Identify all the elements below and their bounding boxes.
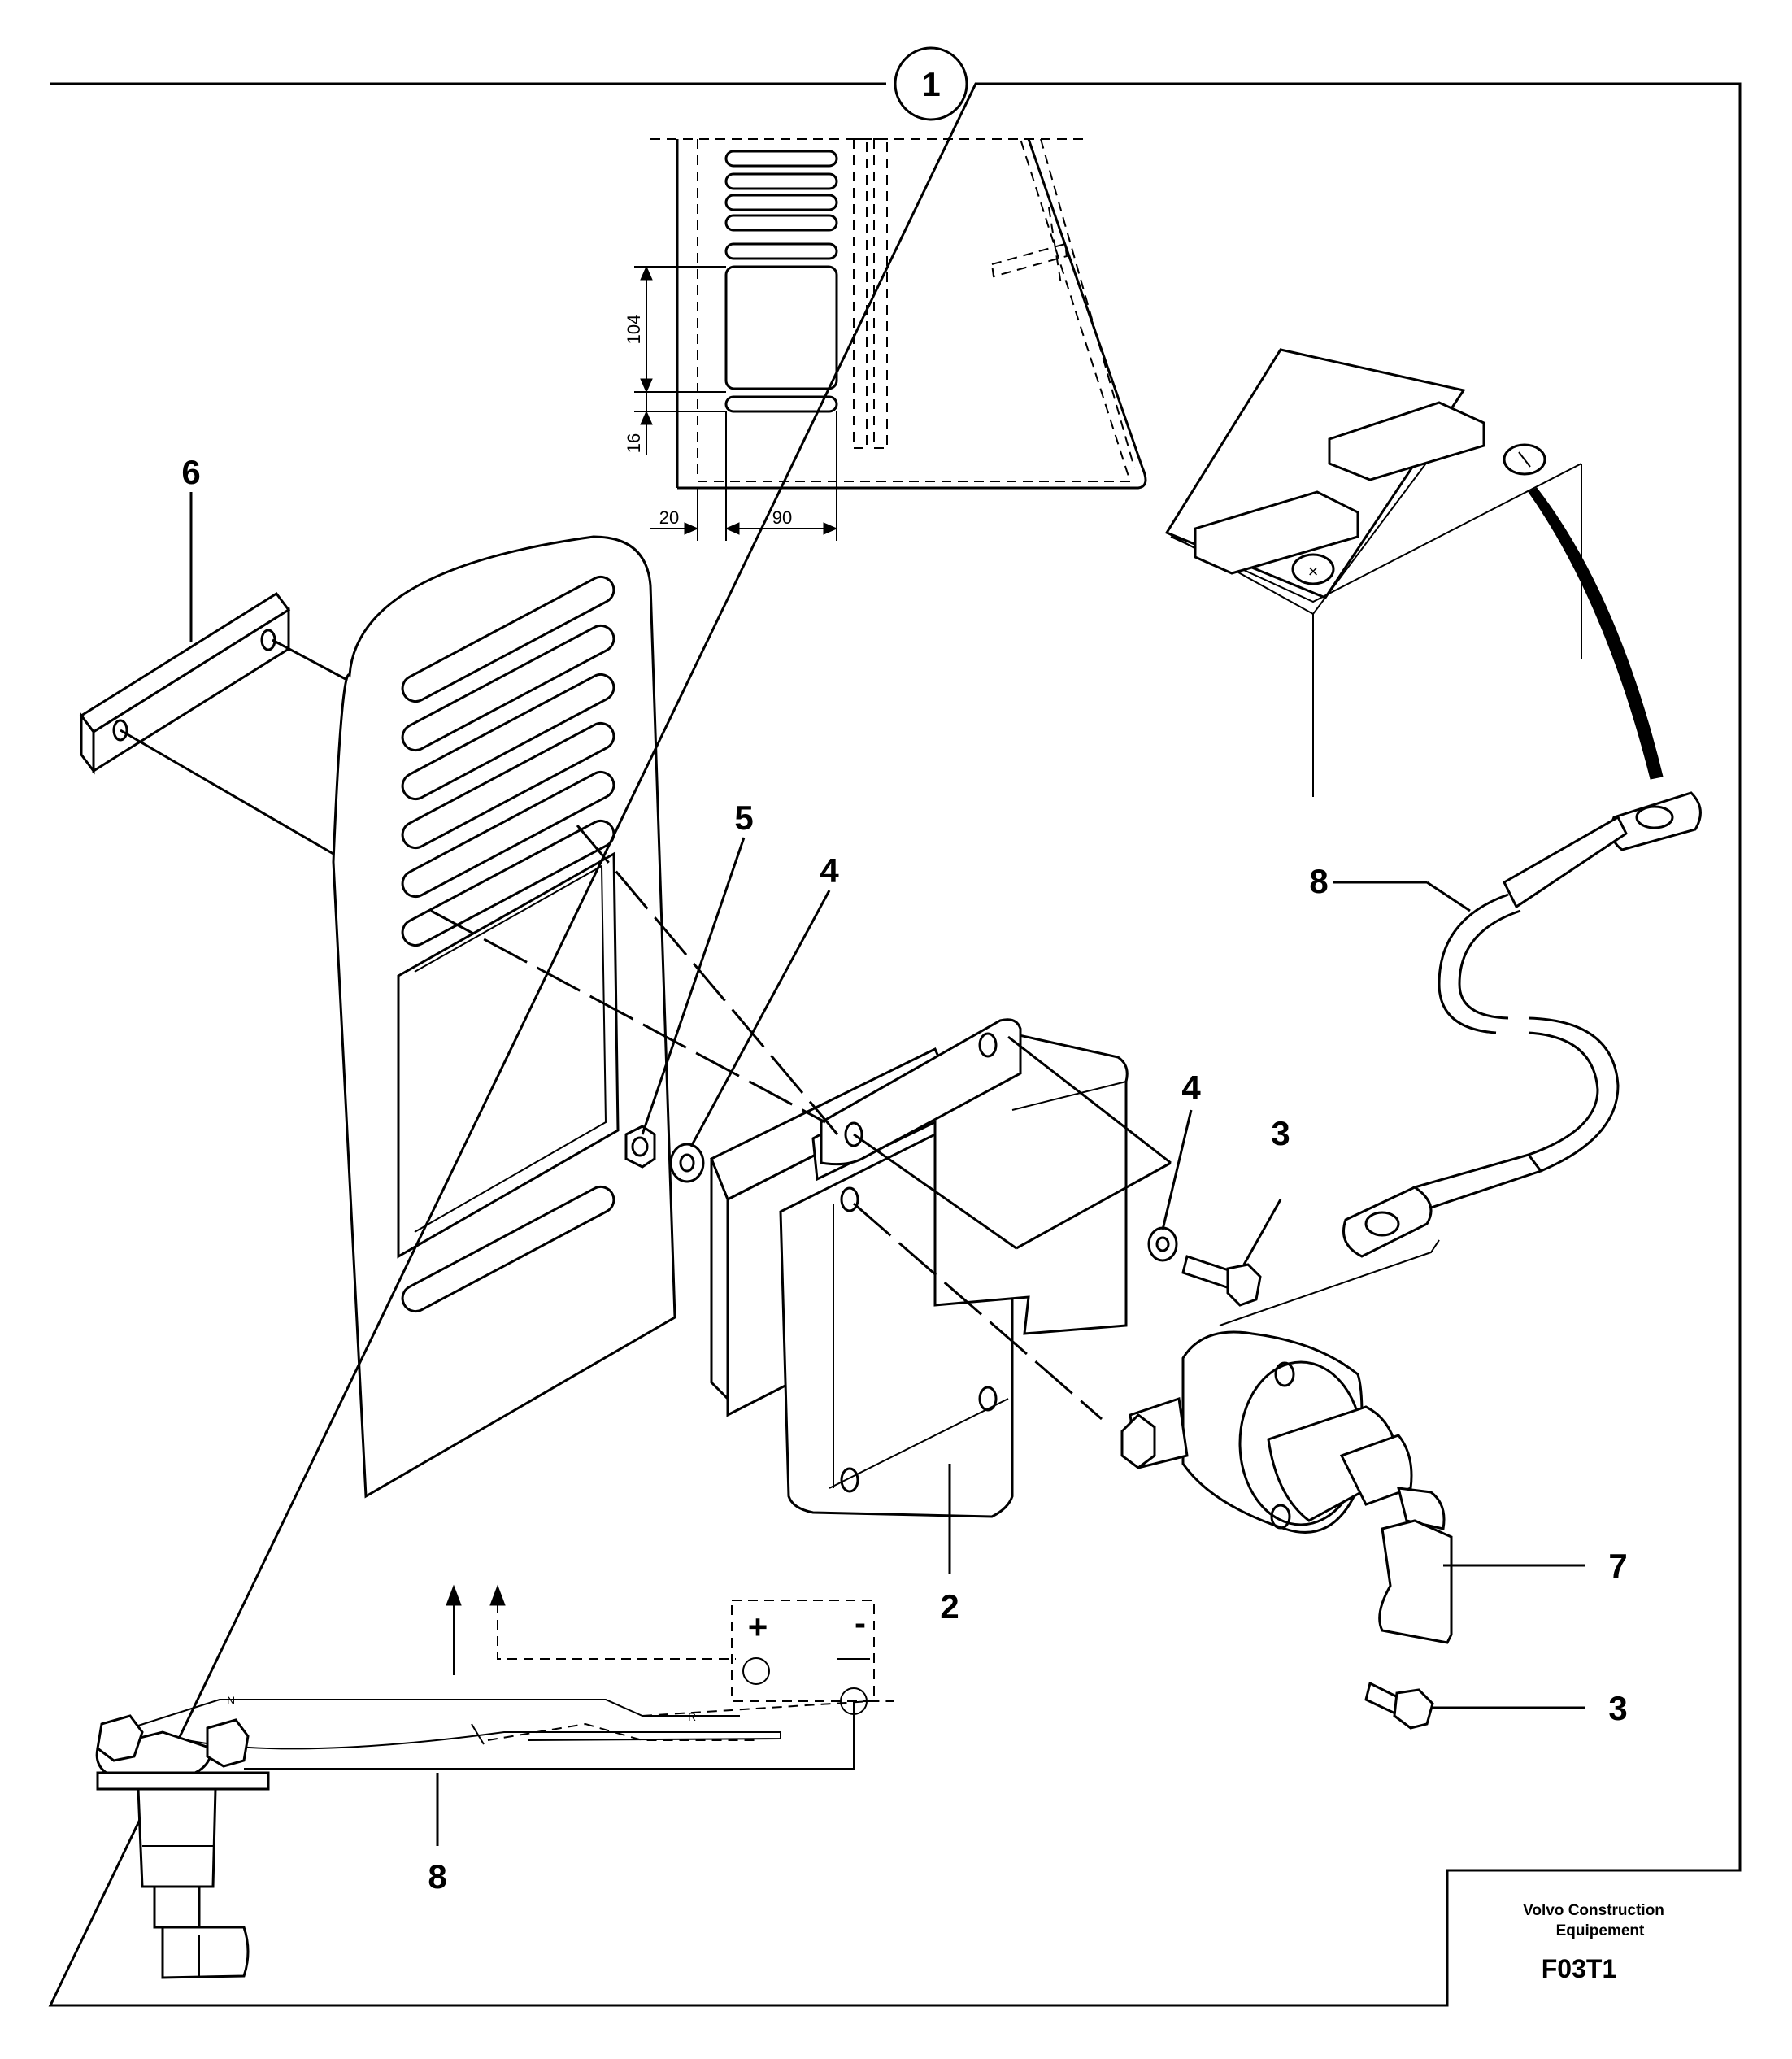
- drawing-frame: [48, 82, 1742, 2007]
- washers: [669, 1143, 1178, 1262]
- disconnect-switch: [1120, 1330, 1453, 1644]
- callout-8-cable: 8: [1309, 862, 1328, 900]
- bolts: [1181, 1255, 1434, 1730]
- detail-view-panel: 104 16 20 90: [624, 138, 1147, 541]
- negative-terminal-icon: ×: [1308, 561, 1319, 581]
- battery-cable: [1219, 791, 1702, 1326]
- view-marker: 1: [894, 46, 968, 121]
- alignment-lines: [430, 825, 1383, 1465]
- callout-3-upper: 3: [1271, 1114, 1290, 1152]
- callout-4-right: 4: [1181, 1069, 1201, 1107]
- dim-16: 16: [624, 433, 644, 453]
- positive-label: +: [748, 1608, 768, 1646]
- wiring-schematic: + - N R: [95, 1584, 894, 1979]
- callout-6: 6: [181, 453, 200, 491]
- dim-90: 90: [772, 507, 792, 528]
- dim-104: 104: [624, 315, 644, 345]
- r-label: R: [688, 1710, 696, 1723]
- title-block: Volvo Construction Equipement F03T1: [1523, 1902, 1664, 1983]
- drawing-code: F03T1: [1542, 1954, 1616, 1983]
- company-name-line2: Equipement: [1556, 1922, 1645, 1939]
- plate: [79, 591, 346, 855]
- battery: ×: [1164, 348, 1664, 797]
- mounting-box: [710, 1018, 1129, 1518]
- callout-8-schematic: 8: [428, 1857, 446, 1896]
- n-label: N: [227, 1694, 235, 1707]
- callout-2: 2: [940, 1587, 959, 1626]
- callout-4-left: 4: [820, 851, 839, 890]
- callout-7: 7: [1608, 1547, 1627, 1585]
- negative-label: -: [855, 1604, 866, 1642]
- company-name-line1: Volvo Construction: [1523, 1902, 1664, 1919]
- callout-3-lower: 3: [1608, 1689, 1627, 1727]
- leader-lines: [189, 492, 1585, 1846]
- nut: [624, 1125, 656, 1169]
- dim-20: 20: [659, 507, 679, 528]
- cover-panel: [332, 535, 676, 1499]
- view-number: 1: [921, 65, 940, 103]
- callout-5: 5: [734, 799, 753, 837]
